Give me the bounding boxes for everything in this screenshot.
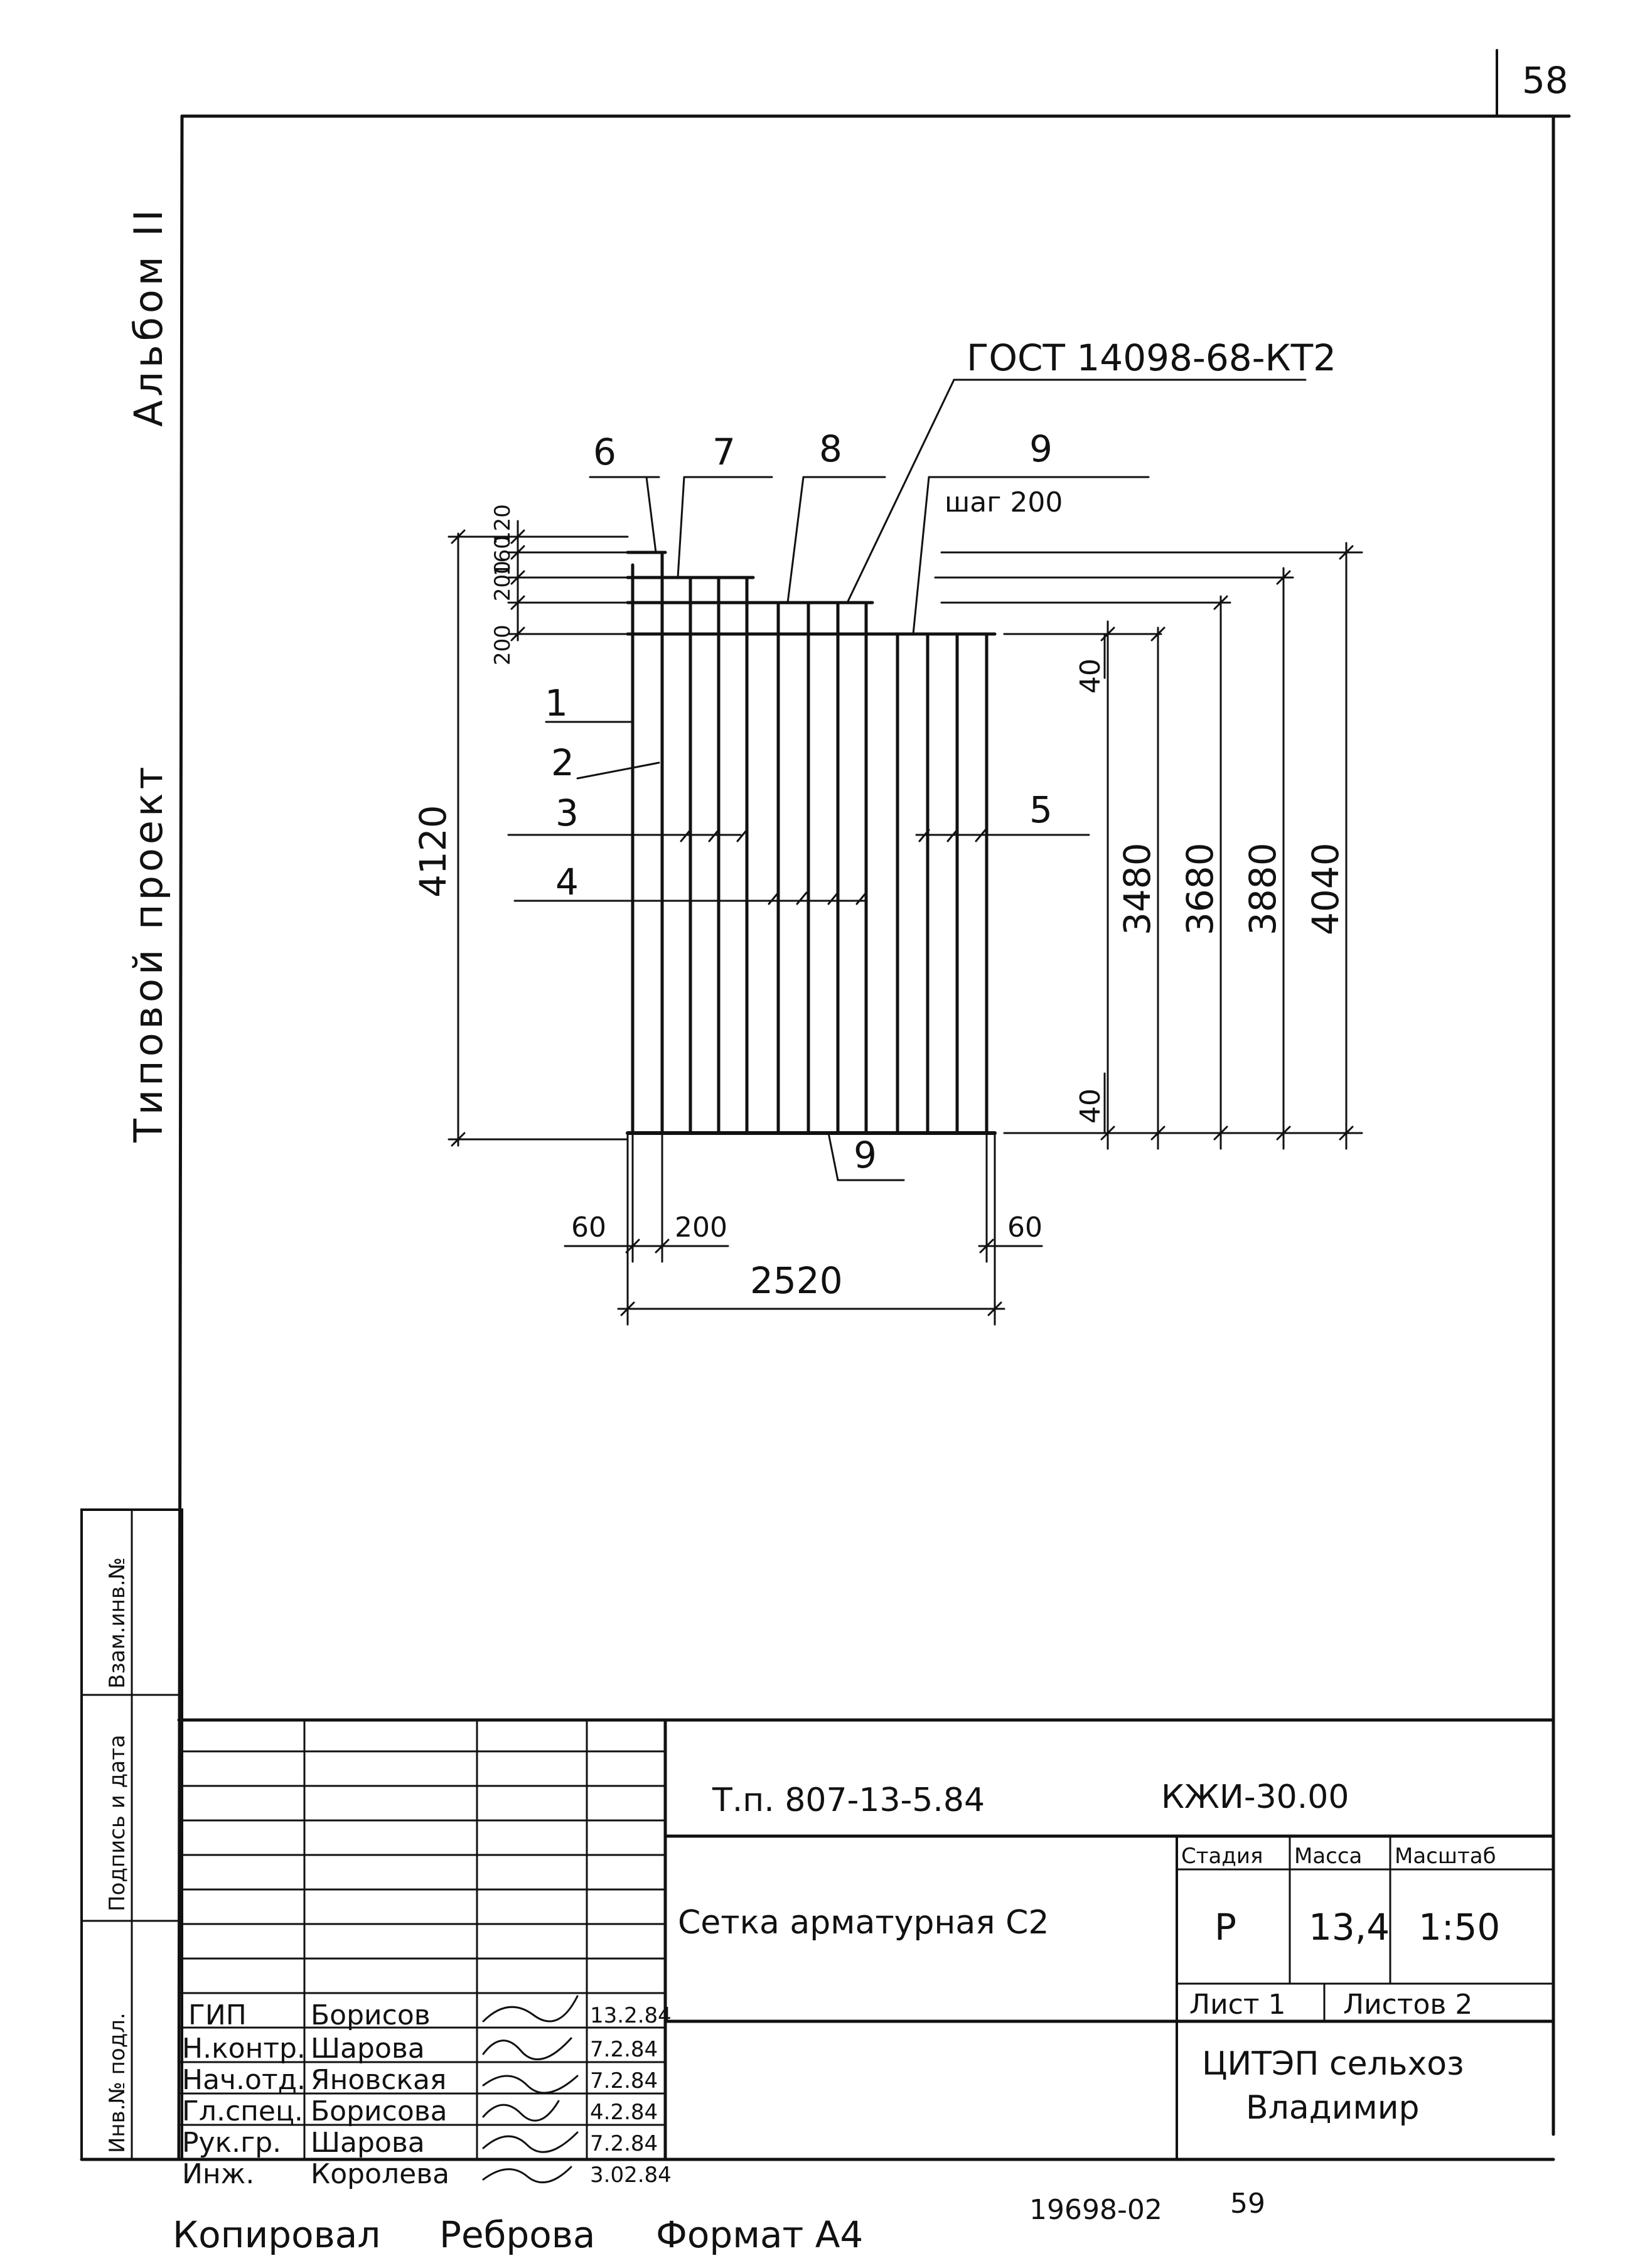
- signer-role: Рук.гр.: [182, 2127, 281, 2159]
- gost-note: ГОСТ 14098-68-КТ2: [967, 336, 1336, 379]
- dim-right-offset: 60: [1007, 1212, 1042, 1244]
- signer-role: ГИП: [188, 1999, 247, 2031]
- dim-pitch-bottom: 200: [675, 1212, 727, 1244]
- dim-edge-bottom: 40: [1075, 1088, 1107, 1124]
- position-label-8: 8: [819, 427, 842, 470]
- dimension-lines: [448, 520, 1363, 1326]
- drawing-mark: КЖИ-30.00: [1161, 1778, 1349, 1816]
- page-number: 58: [1522, 59, 1568, 102]
- signature-mark: [482, 2100, 560, 2122]
- side-stamp: [80, 1508, 183, 2161]
- signature-mark: [482, 2075, 579, 2094]
- position-label-9-top: 9: [1029, 427, 1053, 470]
- signer-date: 7.2.84: [590, 2131, 658, 2156]
- position-label-7: 7: [712, 431, 736, 473]
- dim-edge-top: 40: [1075, 658, 1107, 694]
- dim-height-total: 4120: [412, 805, 454, 898]
- dim-top-160: 160: [490, 535, 515, 576]
- stamp-vzam-inv: Взам.инв.№: [105, 1557, 130, 1689]
- stamp-inv-podl: Инв.№ подл.: [105, 2013, 130, 2153]
- dim-height-3680: 3680: [1179, 842, 1221, 935]
- org-line-1: ЦИТЭП сельхоз: [1202, 2045, 1464, 2083]
- dim-height-4040: 4040: [1304, 842, 1347, 935]
- project-type-label: Типовой проект: [126, 763, 171, 1143]
- signer-role: Инж.: [182, 2158, 254, 2190]
- position-label-9-bottom: 9: [854, 1134, 877, 1176]
- position-label-6: 6: [593, 431, 616, 473]
- dim-top-120: 120: [490, 504, 515, 545]
- stage-header: Стадия: [1181, 1844, 1263, 1869]
- dim-top-200a: 200: [490, 561, 515, 601]
- signature-mark: [482, 1995, 579, 2023]
- scale-header: Масштаб: [1395, 1844, 1496, 1869]
- position-label-4: 4: [555, 861, 579, 903]
- signer-date: 4.2.84: [590, 2100, 658, 2125]
- signer-role: Нач.отд.: [182, 2064, 306, 2096]
- title-block: [177, 1718, 1555, 2161]
- sheet-frame: [80, 49, 1571, 2161]
- copied-by: Реброва: [439, 2213, 595, 2256]
- archive-page: 59: [1230, 2188, 1265, 2220]
- mass-value: 13,4: [1309, 1906, 1390, 1948]
- drawing-title: Сетка арматурная С2: [678, 1904, 1049, 1942]
- archive-number: 19698-02: [1029, 2194, 1162, 2226]
- album-label: Альбом II: [126, 206, 171, 427]
- sheets-total: Листов 2: [1343, 1989, 1472, 2021]
- dim-top-200b: 200: [490, 625, 515, 665]
- position-label-5: 5: [1029, 788, 1053, 831]
- signer-date: 7.2.84: [590, 2068, 658, 2093]
- position-label-1: 1: [545, 682, 568, 724]
- signature-mark: [482, 2131, 579, 2153]
- signer-date: 13.2.84: [590, 2003, 672, 2028]
- signer-role: Гл.спец.: [182, 2095, 303, 2127]
- mass-header: Масса: [1294, 1844, 1362, 1869]
- format-label: Формат А4: [656, 2213, 863, 2256]
- signer-name: Королева: [311, 2158, 449, 2190]
- signer-role: Н.контр.: [182, 2033, 306, 2065]
- position-label-3: 3: [555, 792, 579, 834]
- signer-name: Яновская: [311, 2064, 446, 2096]
- stamp-podpis-data: Подпись и дата: [105, 1734, 130, 1911]
- signer-name: Шарова: [311, 2033, 425, 2065]
- scale-value: 1:50: [1418, 1906, 1500, 1948]
- pitch-note: шаг 200: [945, 486, 1063, 519]
- signer-name: Борисов: [311, 1999, 431, 2031]
- dim-width-total: 2520: [750, 1259, 843, 1302]
- leaders: [507, 379, 1307, 1181]
- dim-left-offset: 60: [571, 1212, 606, 1244]
- signer-name: Борисова: [311, 2095, 448, 2127]
- rebar-mesh: [626, 551, 997, 1135]
- sheet-number: Лист 1: [1189, 1989, 1285, 2021]
- copied-label: Копировал: [173, 2213, 380, 2256]
- dim-height-3480: 3480: [1116, 842, 1159, 935]
- signer-date: 7.2.84: [590, 2037, 658, 2062]
- signer-name: Шарова: [311, 2127, 425, 2159]
- signature-mark: [482, 2166, 572, 2184]
- signature-mark: [482, 2037, 572, 2061]
- doc-code: Т.п. 807-13-5.84: [712, 1782, 985, 1819]
- signer-date: 3.02.84: [590, 2163, 672, 2188]
- position-label-2: 2: [551, 741, 574, 784]
- stage-value: Р: [1214, 1906, 1236, 1948]
- org-line-2: Владимир: [1246, 2089, 1420, 2127]
- dim-height-3880: 3880: [1241, 842, 1284, 935]
